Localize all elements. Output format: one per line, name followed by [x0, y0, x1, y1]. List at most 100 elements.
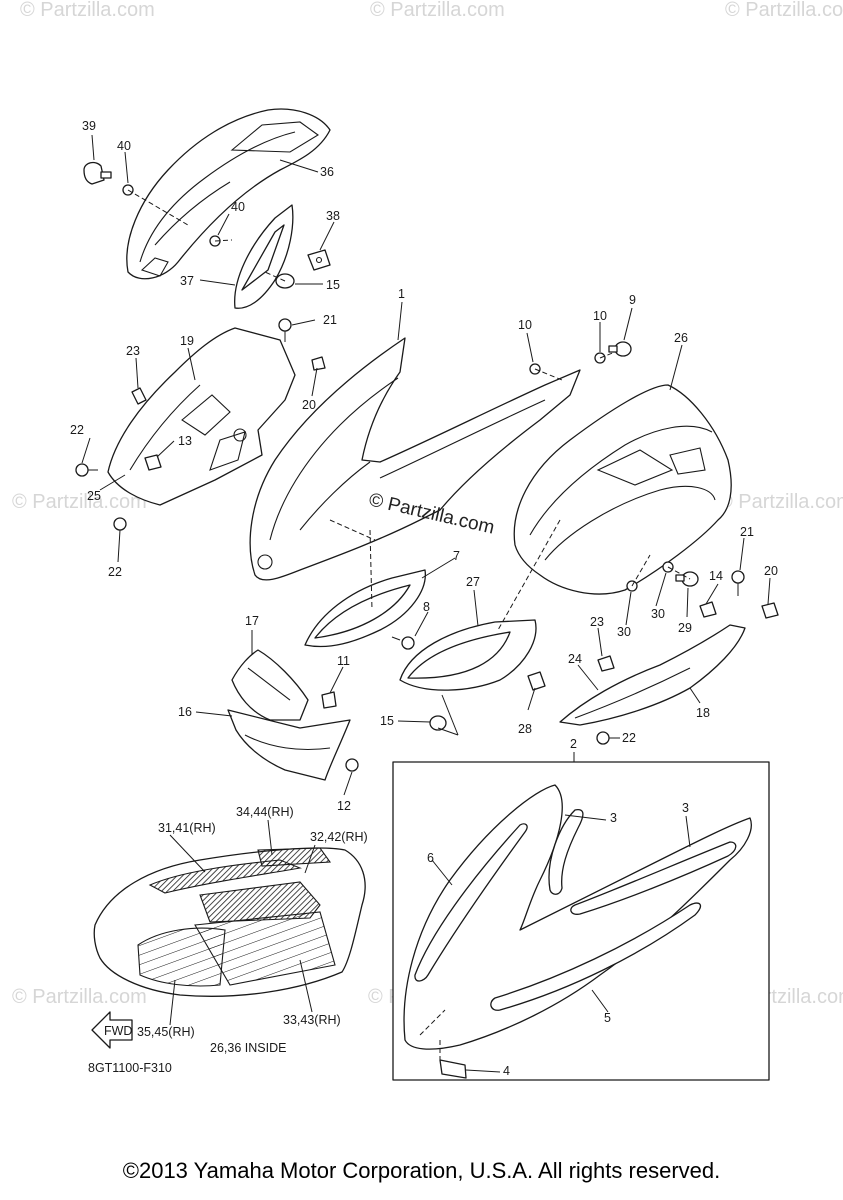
label-25: 25: [87, 489, 101, 503]
part-39-bolt: [83, 161, 112, 185]
leader-lines: [81, 134, 771, 1073]
label-30: 30: [617, 625, 631, 639]
part-21-screw: [731, 570, 745, 596]
label-13: 13: [178, 434, 192, 448]
part-3-stripe: [570, 841, 737, 915]
part-12-screw: [345, 758, 359, 772]
part-36-front-cover: [126, 108, 331, 280]
part-22-screw: [596, 731, 620, 745]
part-11-clip: [321, 691, 337, 709]
label-21: 21: [740, 525, 754, 539]
decal-panel-assembly: [93, 847, 366, 997]
part-9-bolt: [608, 341, 632, 357]
fwd-label: FWD: [104, 1024, 132, 1038]
label-22: 22: [622, 731, 636, 745]
label-20: 20: [764, 564, 778, 578]
label-40: 40: [231, 200, 245, 214]
label-16: 16: [178, 705, 192, 719]
label-21: 21: [323, 313, 337, 327]
label-6: 6: [427, 851, 434, 865]
part-23-nut-clip: [131, 387, 147, 405]
label-7: 7: [453, 549, 460, 563]
part-6-stripe: [414, 823, 528, 982]
label-15: 15: [326, 278, 340, 292]
watermark-text: © Partzilla.com: [20, 0, 155, 21]
label-17: 17: [245, 614, 259, 628]
label-31-41: 31,41(RH): [158, 821, 216, 835]
label-23: 23: [590, 615, 604, 629]
label-26: 26: [674, 331, 688, 345]
label-11: 11: [337, 654, 350, 668]
label-9: 9: [629, 293, 636, 307]
label-34-44: 34,44(RH): [236, 805, 294, 819]
label-22: 22: [108, 565, 122, 579]
part-23-nut-clip: [597, 655, 615, 672]
label-27: 27: [466, 575, 480, 589]
part-20-clip: [311, 356, 326, 371]
part-numbers: 39 40 40 36 38 37 15 21 1 10 10 9 26 23 …: [70, 119, 778, 1078]
part-1-body-cover: [249, 337, 581, 581]
label-22: 22: [70, 423, 84, 437]
part-18-under-panel: [559, 624, 746, 726]
part-26-rear-cover: [513, 384, 732, 595]
label-4: 4: [503, 1064, 510, 1078]
label-33-43: 33,43(RH): [283, 1013, 341, 1027]
label-18: 18: [696, 706, 710, 720]
label-37: 37: [180, 274, 194, 288]
copyright-footer: ©2013 Yamaha Motor Corporation, U.S.A. A…: [122, 1158, 721, 1183]
part-38-clip: [307, 249, 331, 271]
label-14: 14: [709, 569, 723, 583]
part-4-emblem: [439, 1059, 467, 1079]
label-10: 10: [593, 309, 607, 323]
watermark-text: © Partzilla.com: [12, 986, 147, 1008]
label-15: 15: [380, 714, 394, 728]
label-8: 8: [423, 600, 430, 614]
part-20-clip: [761, 602, 779, 619]
assembly-lines: [127, 189, 691, 1060]
watermark-text: © Partzilla.com: [12, 491, 147, 513]
part-22-screw: [75, 463, 98, 477]
label-12: 12: [337, 799, 351, 813]
label-40: 40: [117, 139, 131, 153]
label-2: 2: [570, 737, 577, 751]
part-15-grommet: [429, 715, 447, 731]
part-13-clip: [144, 454, 162, 471]
part-3-stripe: [548, 809, 584, 895]
label-38: 38: [326, 209, 340, 223]
watermark-text: © Partzilla.com: [718, 491, 843, 513]
part-17-inner-panel: [231, 649, 309, 721]
part-21-screw: [278, 318, 292, 342]
label-28: 28: [518, 722, 532, 736]
forward-arrow-icon: FWD: [91, 1011, 133, 1049]
part-16-lower-cowl: [227, 709, 351, 781]
label-30: 30: [651, 607, 665, 621]
label-19: 19: [180, 334, 194, 348]
part-5-stripe: [490, 902, 702, 1011]
label-1: 1: [398, 287, 405, 301]
label-32-42: 32,42(RH): [310, 830, 368, 844]
label-3: 3: [610, 811, 617, 825]
label-10: 10: [518, 318, 532, 332]
part-22-screw: [113, 517, 127, 531]
diagram-code: 8GT1100-F310: [88, 1061, 172, 1075]
watermark-text: © Partzilla.com: [370, 0, 505, 21]
watermark-text: © Partzilla.com: [725, 0, 843, 21]
label-24: 24: [568, 652, 582, 666]
label-35-45: 35,45(RH): [137, 1025, 195, 1039]
label-23: 23: [126, 344, 140, 358]
label-20: 20: [302, 398, 316, 412]
label-3: 3: [682, 801, 689, 815]
inside-note: 26,36 INSIDE: [210, 1041, 286, 1055]
part-14-clip: [699, 601, 717, 618]
label-5: 5: [604, 1011, 611, 1025]
part-29-bolt: [675, 571, 699, 587]
part-2-decal-panel: [403, 784, 752, 1050]
part-37-vent-panel: [234, 204, 294, 309]
label-36: 36: [320, 165, 334, 179]
part-8-screw: [391, 636, 415, 650]
label-39: 39: [82, 119, 96, 133]
part-7-grille: [304, 569, 426, 648]
part-27-grille: [399, 619, 537, 691]
label-29: 29: [678, 621, 692, 635]
